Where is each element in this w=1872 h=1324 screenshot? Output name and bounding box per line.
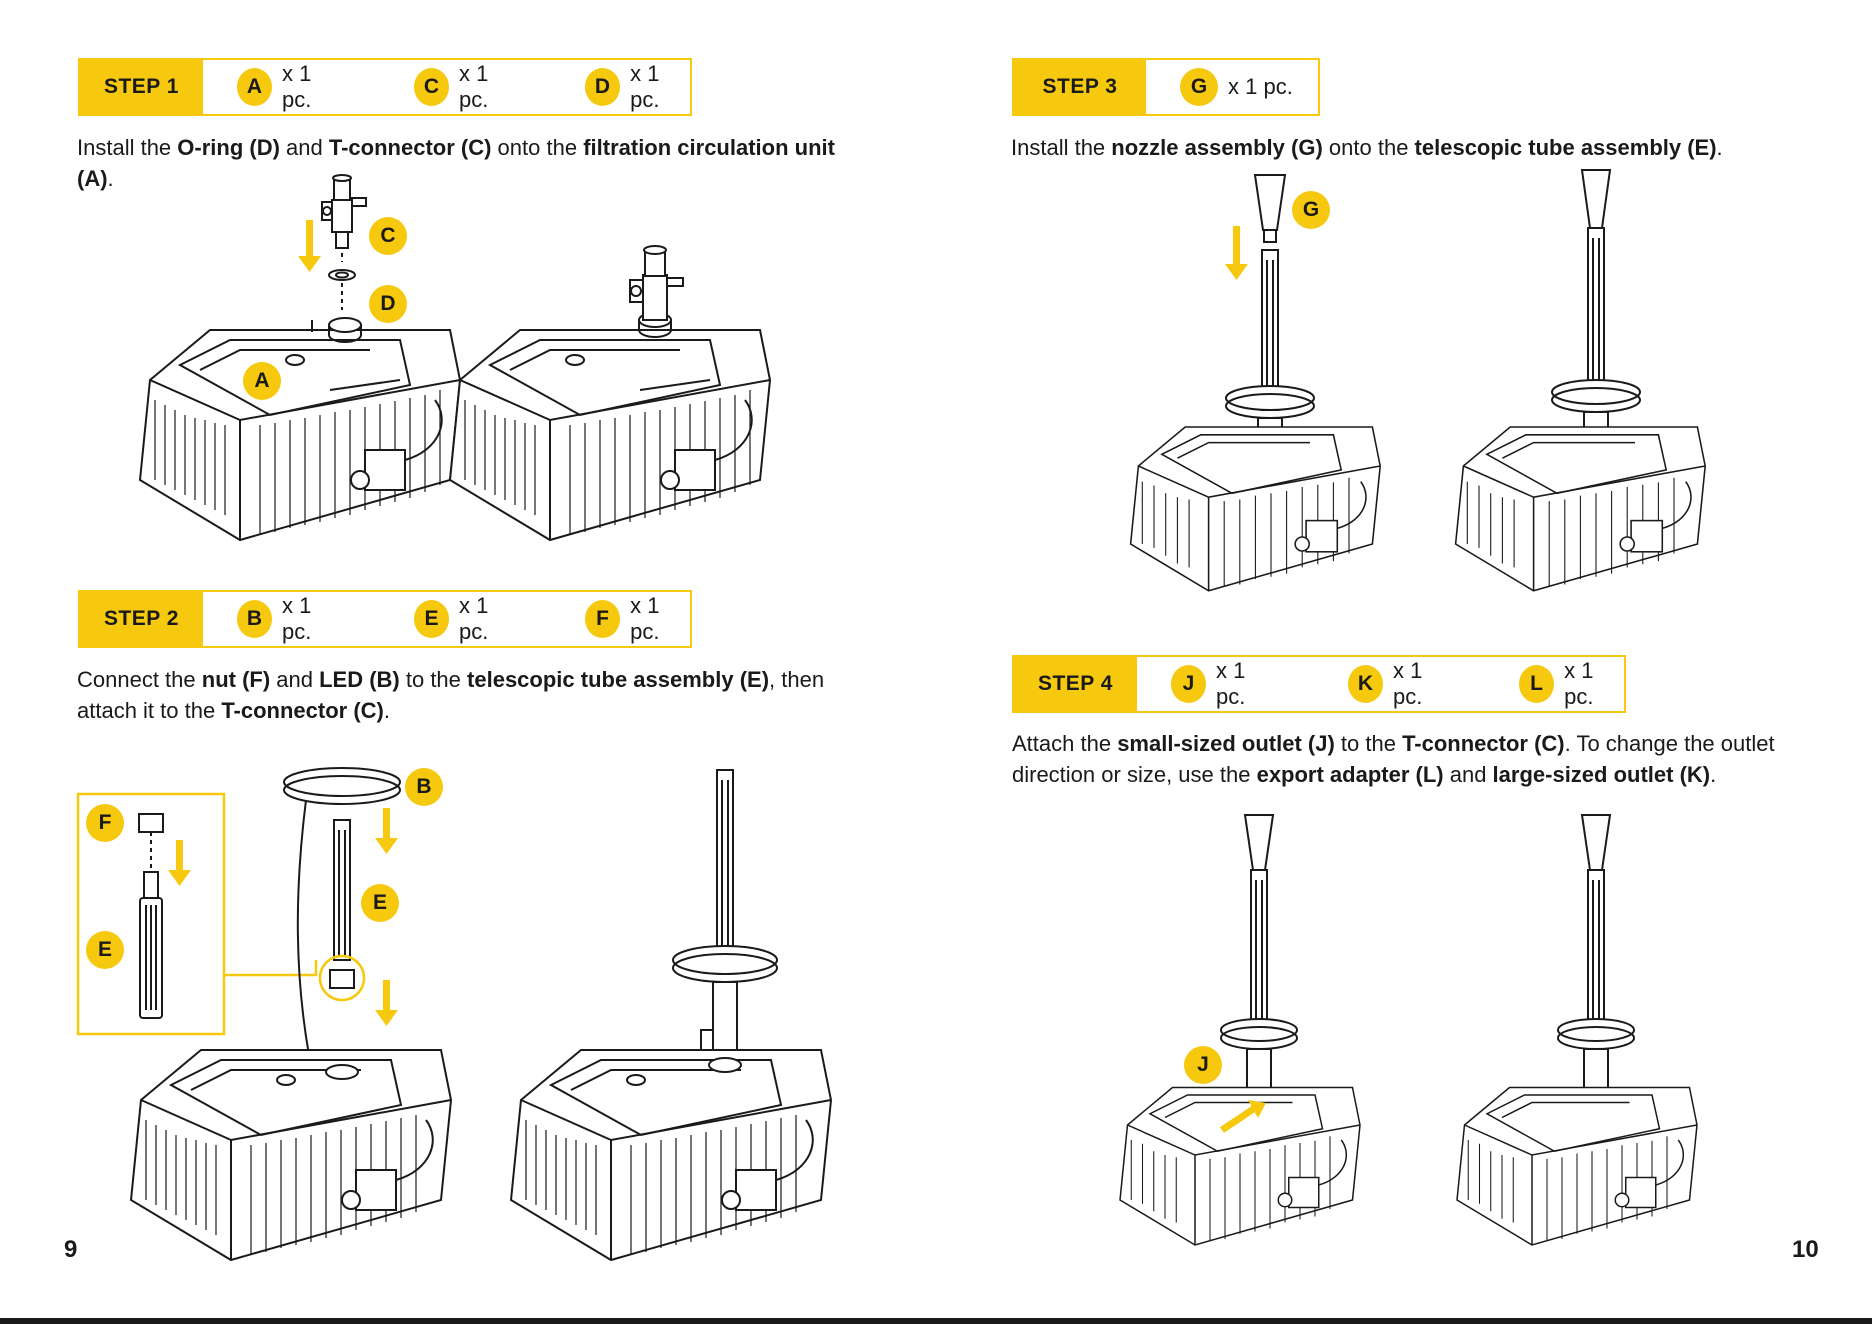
part-badge: J: [1170, 665, 1207, 703]
instruction-text: Install the: [77, 135, 178, 160]
part-badge: F: [584, 600, 621, 638]
down-arrow-icon: [375, 980, 398, 1026]
callout-e: E: [361, 884, 399, 922]
instruction-text: and: [1443, 762, 1493, 787]
instruction-text: and: [279, 135, 329, 160]
instruction-text: , then attach it to the: [77, 667, 825, 723]
part-qty: x 1 pc.: [1216, 658, 1246, 709]
instruction-text: onto the: [491, 135, 584, 160]
instruction-text: and: [270, 667, 320, 692]
part-badge: D: [584, 68, 621, 106]
instruction-text: onto the: [1322, 135, 1415, 160]
instruction-text: Connect the: [77, 667, 202, 692]
emphasis-text: small-sized outlet (J): [1117, 731, 1335, 756]
part-badge: L: [1518, 665, 1555, 703]
callout-a: A: [243, 362, 281, 400]
down-arrow-icon: [298, 220, 321, 272]
instruction-text: Attach the: [1012, 731, 1118, 756]
instruction-text: .: [107, 166, 114, 191]
step4-illustration: [1119, 814, 1698, 1246]
step2-part-b: B x 1 pc.: [236, 593, 342, 645]
step4-instruction: Attach the small-sized outlet (J) to the…: [1012, 728, 1792, 790]
instruction-text: to the: [1334, 731, 1403, 756]
step1-part-a: A x 1 pc.: [236, 61, 342, 113]
bottom-rule: [0, 1318, 1872, 1324]
down-arrow-icon: [168, 840, 191, 886]
part-qty: x 1 pc.: [282, 593, 312, 644]
part-qty: x 1 pc.: [1393, 658, 1423, 709]
emphasis-text: nut (F): [201, 667, 271, 692]
step1-header: STEP 1 A x 1 pc. C x 1 pc. D x 1 pc.: [78, 58, 692, 116]
part-badge: E: [413, 600, 450, 638]
step4-label: STEP 4: [1014, 657, 1137, 711]
emphasis-text: T-connector (C): [328, 135, 492, 160]
step4-part-j: J x 1 pc.: [1170, 658, 1276, 710]
part-badge: G: [1180, 68, 1218, 106]
part-badge: B: [236, 600, 273, 638]
part-qty: x 1 pc.: [630, 61, 660, 112]
down-arrow-icon: [1225, 226, 1248, 280]
step1-label: STEP 1: [80, 60, 203, 114]
instruction-text: .: [1710, 762, 1717, 787]
step1-part-d: D x 1 pc.: [584, 61, 690, 113]
part-qty: x 1 pc.: [459, 61, 489, 112]
emphasis-text: export adapter (L): [1256, 762, 1444, 787]
step3-instruction: Install the nozzle assembly (G) onto the…: [1011, 132, 1831, 163]
emphasis-text: T-connector (C): [221, 698, 384, 723]
callout-f: F: [86, 804, 124, 842]
part-qty: x 1 pc.: [630, 593, 660, 644]
part-qty: x 1 pc.: [459, 593, 489, 644]
instruction-text: .: [383, 698, 390, 723]
part-badge: K: [1347, 665, 1384, 703]
instruction-text: to the: [399, 667, 468, 692]
step2-part-e: E x 1 pc.: [413, 593, 519, 645]
emphasis-text: O-ring (D): [177, 135, 280, 160]
emphasis-text: filtration circulation unit (A): [77, 135, 835, 191]
emphasis-text: telescopic tube assembly (E): [1414, 135, 1717, 160]
emphasis-text: LED (B): [319, 667, 400, 692]
emphasis-text: large-sized outlet (K): [1492, 762, 1711, 787]
callout-j: J: [1184, 1046, 1222, 1084]
emphasis-text: telescopic tube assembly (E): [467, 667, 770, 692]
callout-d: D: [369, 285, 407, 323]
step3-header: STEP 3 G x 1 pc.: [1012, 58, 1320, 116]
step1-instruction: Install the O-ring (D) and T-connector (…: [77, 132, 877, 194]
page-number-left: 9: [64, 1236, 78, 1263]
filtration-unit-illustration: [138, 317, 462, 542]
instruction-text: Install the: [1011, 135, 1112, 160]
step4-part-l: L x 1 pc.: [1518, 658, 1624, 710]
part-badge: C: [413, 68, 450, 106]
step2-label: STEP 2: [80, 592, 203, 646]
instruction-text: .: [1716, 135, 1723, 160]
step2-part-f: F x 1 pc.: [584, 593, 690, 645]
step3-illustration: [1129, 169, 1706, 592]
part-badge: A: [236, 68, 273, 106]
step1-part-c: C x 1 pc.: [413, 61, 519, 113]
callout-b: B: [405, 768, 443, 806]
part-qty: x 1 pc.: [1564, 658, 1594, 709]
step4-header: STEP 4 J x 1 pc. K x 1 pc. L x 1 pc.: [1012, 655, 1626, 713]
down-arrow-icon: [375, 808, 398, 854]
instruction-text: . To change the outlet direction or size…: [1012, 731, 1775, 787]
step2-instruction: Connect the nut (F) and LED (B) to the t…: [77, 664, 837, 726]
callout-c: C: [369, 217, 407, 255]
emphasis-text: nozzle assembly (G): [1111, 135, 1323, 160]
diagonal-arrow-icon: [1220, 1100, 1266, 1133]
step2-header: STEP 2 B x 1 pc. E x 1 pc. F x 1 pc.: [78, 590, 692, 648]
step1-illustration: [138, 174, 772, 542]
step4-part-k: K x 1 pc.: [1347, 658, 1453, 710]
emphasis-text: T-connector (C): [1402, 731, 1565, 756]
step2-illustration: [76, 767, 833, 1262]
step3-label: STEP 3: [1014, 60, 1146, 114]
step3-part-g: G x 1 pc.: [1180, 68, 1293, 106]
callout-e-inset: E: [86, 931, 124, 969]
page-number-right: 10: [1792, 1236, 1819, 1263]
part-qty: x 1 pc.: [282, 61, 312, 112]
part-qty: x 1 pc.: [1228, 74, 1293, 99]
callout-g: G: [1292, 191, 1330, 229]
